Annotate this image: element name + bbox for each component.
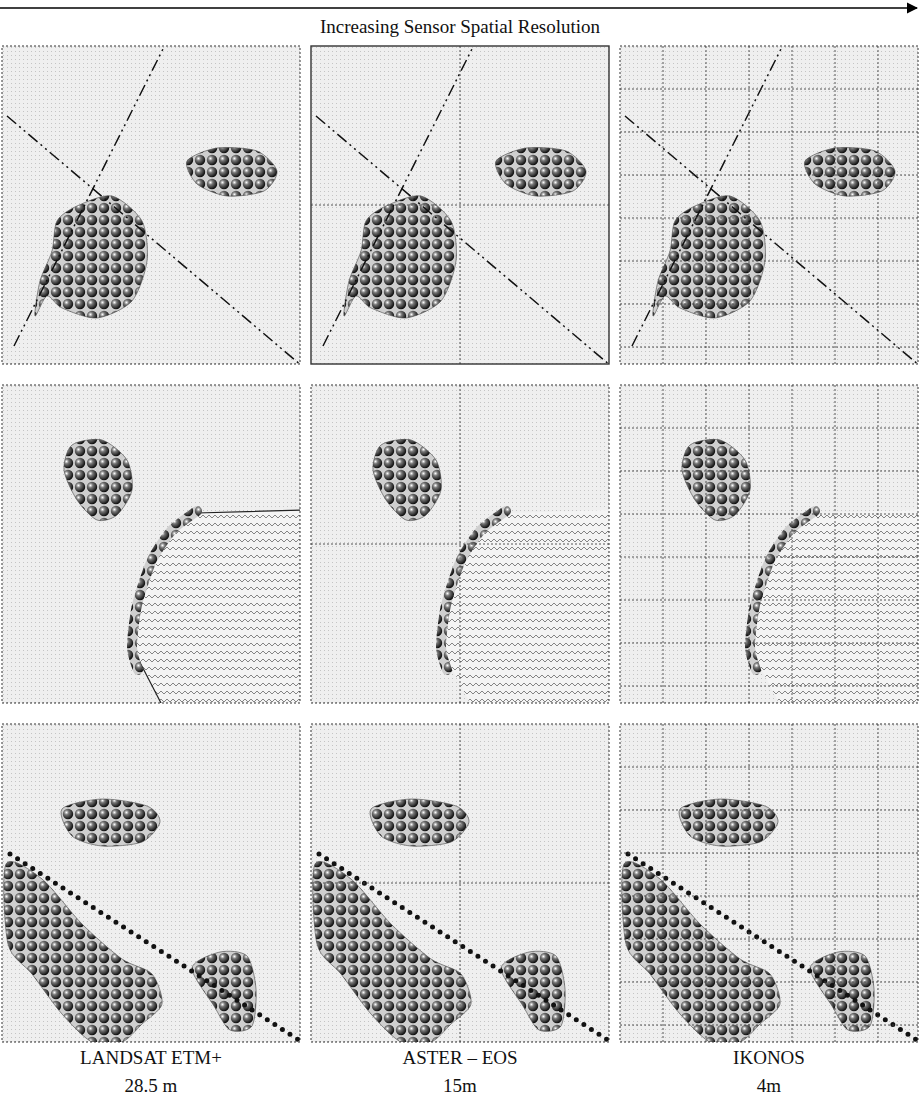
vegetation-patch [4,861,162,1042]
resolution-panel [2,385,302,705]
dotted-line [10,854,300,1042]
panel-border [2,46,300,364]
vegetation-patch [373,439,441,520]
road-line [632,46,785,346]
resolution-panel [311,41,611,366]
pixel-grid [620,724,918,1042]
sensor-name: IKONOS [730,1047,808,1069]
shore-vegetation [750,511,815,670]
panel-border [2,724,300,1042]
vegetation-patch [35,196,148,318]
shore-vegetation [441,511,506,670]
resolution-arrow [0,7,917,9]
vegetation-patch [186,147,277,196]
vegetation-patch [313,861,471,1042]
road-line [7,116,300,364]
resolution-panel [311,724,611,1044]
road-line [14,46,167,346]
water-body [441,510,609,703]
road-line [323,46,476,346]
vegetation-patch [682,439,750,520]
panel-border [620,46,918,364]
resolution-panel [2,724,302,1044]
resolution-value: 15m [440,1075,480,1097]
vegetation-patch [61,799,160,846]
pixel-grid [620,46,918,364]
road-line [316,116,609,364]
dotted-line [319,854,609,1042]
sensor-name: ASTER – EOS [399,1047,520,1069]
vegetation-patch [804,147,895,196]
panel-border [620,724,918,1042]
panel-border [620,385,918,703]
vegetation-patch [622,861,780,1042]
vegetation-patch [679,799,778,846]
panel-border [2,385,300,703]
water-body [132,510,300,703]
panel-border [311,724,609,1042]
resolution-value: 4m [754,1075,784,1097]
road-line [625,116,918,364]
panel-border [311,385,609,703]
pixel-grid [311,46,609,364]
water-body [750,510,918,703]
resolution-panel [620,385,920,705]
sensor-name: LANDSAT ETM+ [77,1047,225,1069]
vegetation-patch [495,147,586,196]
resolution-value: 28.5 m [122,1075,181,1097]
pixel-grid [311,724,609,1042]
heading-label: Increasing Sensor Spatial Resolution [317,16,603,38]
vegetation-patch [344,196,457,318]
resolution-panel [620,724,920,1044]
resolution-panel [2,41,302,366]
resolution-panel [311,385,611,705]
pixel-grid [311,385,609,703]
vegetation-patch [64,439,132,520]
vegetation-patch [370,799,469,846]
resolution-panel [620,41,920,366]
shore-vegetation [132,511,197,670]
panel-border [311,46,609,364]
pixel-grid [620,385,918,703]
dotted-line [628,854,918,1042]
